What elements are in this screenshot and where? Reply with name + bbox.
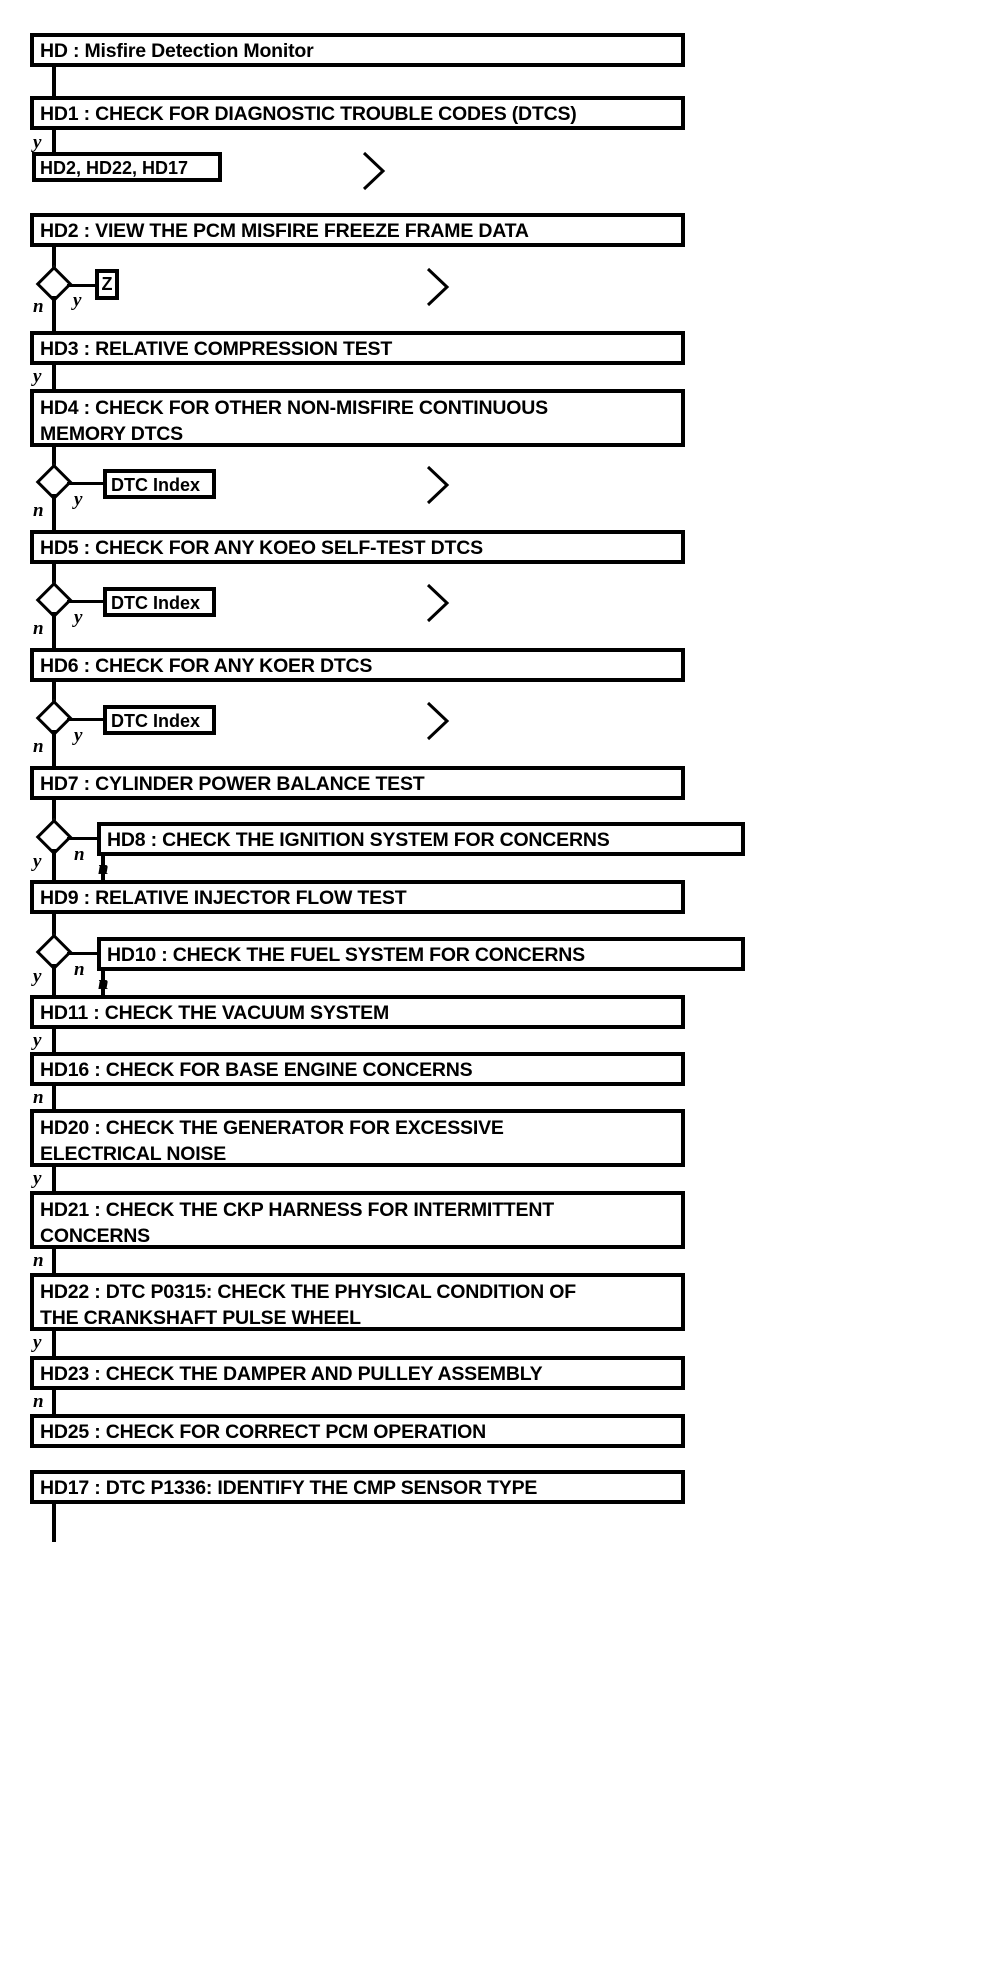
- connector-hd1-to-ref1: [52, 130, 56, 155]
- step-box-hd1[interactable]: HD1 : CHECK FOR DIAGNOSTIC TROUBLE CODES…: [30, 96, 685, 130]
- edge-label-hd10-no: n: [98, 973, 109, 994]
- connector-hd4-no-down: [52, 494, 56, 530]
- ref-box-dtc-index-2[interactable]: DTC Index: [103, 587, 216, 617]
- goto-chevron-icon-3: [424, 464, 452, 506]
- edge-label-hd22-yes: y: [33, 1332, 42, 1353]
- connector-hd4-yes-to-dtcindex-1: [67, 482, 107, 485]
- connector-hd9-to-diamond: [52, 914, 56, 939]
- edge-label-hd3-yes: y: [33, 366, 42, 387]
- edge-label-hd6-yes: y: [74, 725, 83, 746]
- step-box-hd7[interactable]: HD7 : CYLINDER POWER BALANCE TEST: [30, 766, 685, 800]
- connector-hd8-no-down: [101, 856, 105, 882]
- edge-label-hd7-yes: y: [33, 851, 42, 872]
- edge-label-hd21-no: n: [33, 1250, 44, 1271]
- connector-hd16-to-hd20: [52, 1086, 56, 1110]
- step-box-hd17[interactable]: HD17 : DTC P1336: IDENTIFY THE CMP SENSO…: [30, 1470, 685, 1504]
- connector-hd10-no-down: [101, 971, 105, 997]
- step-box-hd2[interactable]: HD2 : VIEW THE PCM MISFIRE FREEZE FRAME …: [30, 213, 685, 247]
- step-box-hd25[interactable]: HD25 : CHECK FOR CORRECT PCM OPERATION: [30, 1414, 685, 1448]
- step-box-hd3[interactable]: HD3 : RELATIVE COMPRESSION TEST: [30, 331, 685, 365]
- step-box-hd20[interactable]: HD20 : CHECK THE GENERATOR FOR EXCESSIVE…: [30, 1109, 685, 1167]
- step-box-hd16[interactable]: HD16 : CHECK FOR BASE ENGINE CONCERNS: [30, 1052, 685, 1086]
- edge-label-hd23-no: n: [33, 1391, 44, 1412]
- edge-label-hd2-no: n: [33, 296, 44, 317]
- edge-label-hd4-no: n: [33, 500, 44, 521]
- step-box-hd10[interactable]: HD10 : CHECK THE FUEL SYSTEM FOR CONCERN…: [97, 937, 745, 971]
- edge-label-hd5-yes: y: [74, 607, 83, 628]
- connector-hd22-to-hd23: [52, 1331, 56, 1356]
- connector-hd23-to-hd25: [52, 1390, 56, 1415]
- step-box-hd5[interactable]: HD5 : CHECK FOR ANY KOEO SELF-TEST DTCS: [30, 530, 685, 564]
- connector-hd9-no-to-hd10: [67, 952, 99, 955]
- connector-hd2-no-down: [52, 296, 56, 331]
- connector-hd9-yes-down: [52, 964, 56, 997]
- connector-hd5-to-diamond: [52, 564, 56, 587]
- step-box-hd[interactable]: HD : Misfire Detection Monitor: [30, 33, 685, 67]
- connector-hd7-yes-down: [52, 849, 56, 882]
- edge-label-hd9-yes: y: [33, 966, 42, 987]
- edge-label-hd8-no: n: [98, 858, 109, 879]
- connector-hd-to-hd1: [52, 67, 56, 98]
- ref-box-dtc-index-1[interactable]: DTC Index: [103, 469, 216, 499]
- connector-hd2-to-diamond: [52, 247, 56, 271]
- step-box-hd6[interactable]: HD6 : CHECK FOR ANY KOER DTCS: [30, 648, 685, 682]
- step-box-hd22[interactable]: HD22 : DTC P0315: CHECK THE PHYSICAL CON…: [30, 1273, 685, 1331]
- connector-hd5-yes-to-dtcindex-2: [67, 600, 107, 603]
- connector-hd6-yes-to-dtcindex-3: [67, 718, 107, 721]
- edge-label-hd11-yes: y: [33, 1030, 42, 1051]
- connector-hd3-to-hd4: [52, 365, 56, 391]
- step-box-hd23[interactable]: HD23 : CHECK THE DAMPER AND PULLEY ASSEM…: [30, 1356, 685, 1390]
- edge-label-hd4-yes: y: [74, 489, 83, 510]
- edge-label-hd7-no: n: [74, 844, 85, 865]
- edge-label-hd16-no: n: [33, 1087, 44, 1108]
- connector-hd6-no-down: [52, 730, 56, 766]
- goto-chevron-icon-5: [424, 700, 452, 742]
- edge-label-hd5-no: n: [33, 618, 44, 639]
- step-box-hd21[interactable]: HD21 : CHECK THE CKP HARNESS FOR INTERMI…: [30, 1191, 685, 1249]
- ref-box-z[interactable]: Z: [95, 269, 119, 300]
- connector-hd2-yes-to-z: [67, 284, 97, 287]
- connector-hd20-to-hd21: [52, 1167, 56, 1192]
- ref-box-dtc-index-3[interactable]: DTC Index: [103, 705, 216, 735]
- connector-hd6-to-diamond: [52, 682, 56, 705]
- connector-hd7-to-diamond: [52, 800, 56, 824]
- goto-chevron-icon-1: [360, 150, 388, 192]
- step-box-hd11[interactable]: HD11 : CHECK THE VACUUM SYSTEM: [30, 995, 685, 1029]
- edge-label-hd2-yes: y: [73, 290, 82, 311]
- connector-hd21-to-hd22: [52, 1249, 56, 1274]
- connector-hd5-no-down: [52, 612, 56, 648]
- edge-label-hd6-no: n: [33, 736, 44, 757]
- edge-label-hd1-yes: y: [33, 132, 42, 153]
- edge-label-hd9-no: n: [74, 959, 85, 980]
- step-box-hd4[interactable]: HD4 : CHECK FOR OTHER NON-MISFIRE CONTIN…: [30, 389, 685, 447]
- goto-chevron-icon-2: [424, 266, 452, 308]
- goto-chevron-icon-4: [424, 582, 452, 624]
- edge-label-hd20-yes: y: [33, 1168, 42, 1189]
- step-box-hd8[interactable]: HD8 : CHECK THE IGNITION SYSTEM FOR CONC…: [97, 822, 745, 856]
- connector-hd17-down: [52, 1504, 56, 1542]
- connector-hd11-to-hd16: [52, 1029, 56, 1053]
- connector-hd4-to-diamond: [52, 447, 56, 469]
- connector-hd7-no-to-hd8: [67, 837, 99, 840]
- ref-box-hd2-hd22-hd17[interactable]: HD2, HD22, HD17: [32, 152, 222, 182]
- step-box-hd9[interactable]: HD9 : RELATIVE INJECTOR FLOW TEST: [30, 880, 685, 914]
